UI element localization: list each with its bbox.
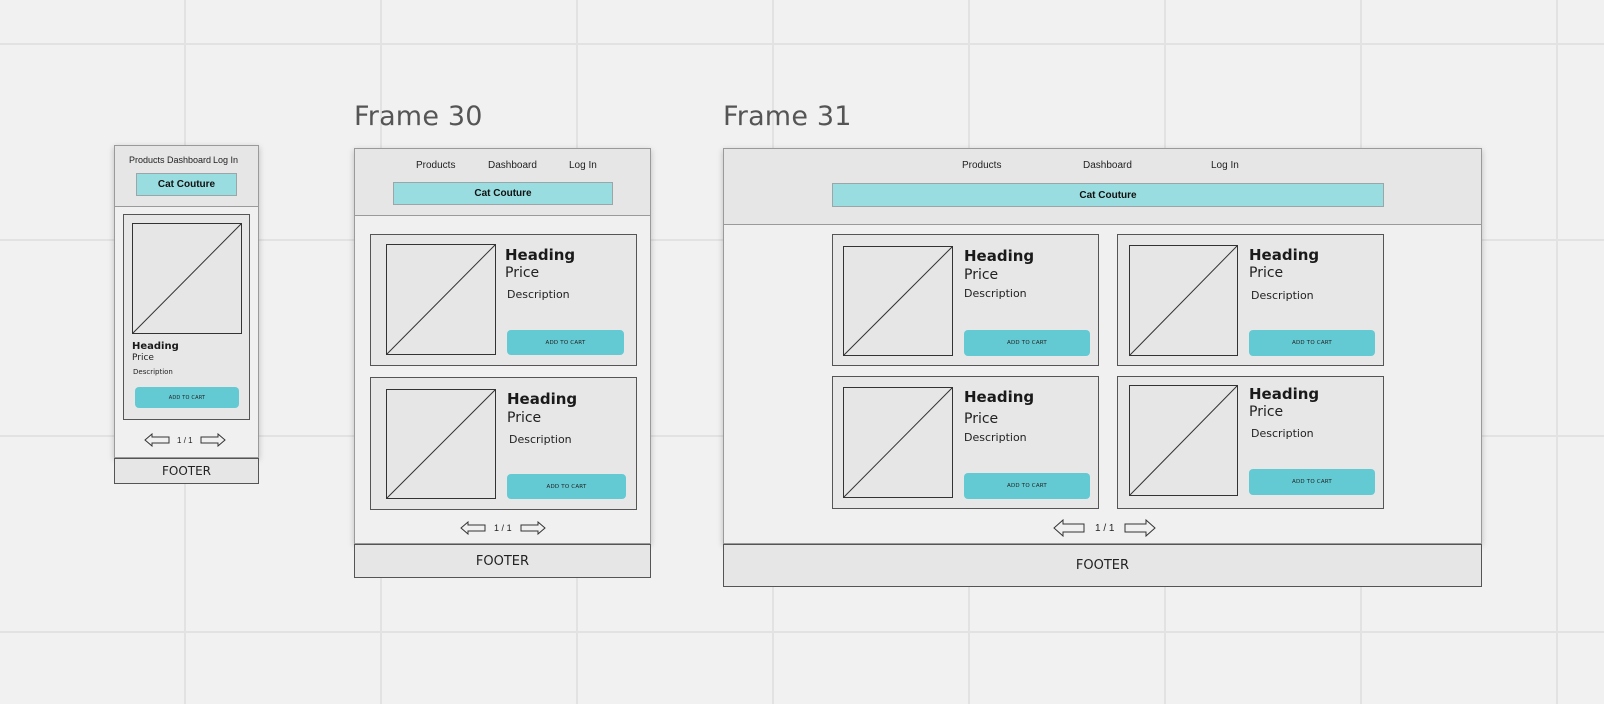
nav-login[interactable]: Log In <box>569 160 597 171</box>
product-card: Heading Price Description ADD TO CART <box>832 376 1099 509</box>
product-price: Price <box>507 410 542 426</box>
product-description: Description <box>507 288 570 301</box>
add-to-cart-button[interactable]: ADD TO CART <box>1249 330 1375 356</box>
page-indicator: 1 / 1 <box>494 523 512 533</box>
product-description: Description <box>509 433 572 446</box>
pagination: 1 / 1 <box>144 433 226 447</box>
product-card: Heading Price Description ADD TO CART <box>1117 376 1384 509</box>
frame-31: Products Dashboard Log In Cat Couture He… <box>723 148 1482 544</box>
nav-products[interactable]: Products <box>962 160 1002 171</box>
page-separator: / <box>1103 522 1107 534</box>
add-to-cart-button[interactable]: ADD TO CART <box>964 473 1090 499</box>
product-heading: Heading <box>132 341 179 352</box>
frame-30: Products Dashboard Log In Cat Couture He… <box>354 148 651 544</box>
nav-products[interactable]: Products <box>416 160 456 171</box>
image-placeholder-icon <box>1129 385 1238 496</box>
page-separator: / <box>501 523 505 533</box>
page-current: 1 <box>494 523 500 533</box>
frame30-header: Products Dashboard Log In Cat Couture <box>355 149 650 216</box>
add-to-cart-button[interactable]: ADD TO CART <box>964 330 1090 356</box>
arrow-right-icon[interactable] <box>200 433 226 447</box>
product-price: Price <box>1249 404 1284 420</box>
image-placeholder-icon <box>386 389 496 499</box>
nav-dashboard[interactable]: Dashboard <box>488 160 537 171</box>
page-current: 1 <box>177 435 182 445</box>
image-placeholder-icon <box>843 246 953 356</box>
image-placeholder-icon <box>1129 245 1238 356</box>
page-separator: / <box>183 435 186 445</box>
product-card: Heading Price Description ADD TO CART <box>1117 234 1384 366</box>
product-heading: Heading <box>964 388 1035 406</box>
product-description: Description <box>964 431 1027 444</box>
nav-login[interactable]: Log In <box>1211 160 1239 171</box>
mobile-frame: Products Dashboard Log In Cat Couture He… <box>114 145 259 458</box>
product-price: Price <box>132 353 154 363</box>
product-heading: Heading <box>964 247 1035 265</box>
product-card: Heading Price Description ADD TO CART <box>370 377 637 510</box>
page-indicator: 1 / 1 <box>1095 523 1114 534</box>
product-heading: Heading <box>1249 246 1320 264</box>
brand-title: Cat Couture <box>136 173 237 196</box>
arrow-right-icon[interactable] <box>520 521 546 535</box>
add-to-cart-button[interactable]: ADD TO CART <box>507 474 626 499</box>
frame31-header: Products Dashboard Log In Cat Couture <box>724 149 1481 225</box>
product-card: Heading Price Description ADD TO CART <box>370 234 637 366</box>
footer: FOOTER <box>354 544 651 578</box>
product-description: Description <box>1251 427 1314 440</box>
brand-title: Cat Couture <box>832 183 1384 207</box>
image-placeholder-icon <box>386 244 496 355</box>
arrow-left-icon[interactable] <box>460 521 486 535</box>
page-indicator: 1 / 1 <box>177 436 193 445</box>
footer: FOOTER <box>723 544 1482 587</box>
product-description: Description <box>1251 289 1314 302</box>
nav-dashboard[interactable]: Dashboard <box>1083 160 1132 171</box>
product-heading: Heading <box>1249 385 1320 403</box>
page-total: 1 <box>506 523 512 533</box>
image-placeholder-icon <box>843 387 953 498</box>
product-card: Heading Price Description ADD TO CART <box>832 234 1099 366</box>
page-total: 1 <box>1108 522 1115 534</box>
arrow-right-icon[interactable] <box>1124 519 1157 537</box>
product-price: Price <box>964 267 999 283</box>
brand-title: Cat Couture <box>393 182 613 205</box>
pagination: 1 / 1 <box>1053 519 1157 537</box>
page-total: 1 <box>188 435 193 445</box>
footer: FOOTER <box>114 458 259 484</box>
image-placeholder-icon <box>132 223 242 334</box>
add-to-cart-button[interactable]: ADD TO CART <box>507 330 624 355</box>
nav-dashboard[interactable]: Dashboard <box>167 155 212 165</box>
frame-31-label: Frame 31 <box>723 101 852 132</box>
frame-30-label: Frame 30 <box>354 101 483 132</box>
add-to-cart-button[interactable]: ADD TO CART <box>135 387 239 408</box>
arrow-left-icon[interactable] <box>144 433 170 447</box>
mobile-header: Products Dashboard Log In Cat Couture <box>115 146 258 207</box>
page-current: 1 <box>1095 522 1101 534</box>
product-heading: Heading <box>505 246 576 264</box>
arrow-left-icon[interactable] <box>1053 519 1085 537</box>
nav-products[interactable]: Products <box>129 155 165 165</box>
product-price: Price <box>964 411 999 427</box>
product-card: Heading Price Description ADD TO CART <box>123 214 250 420</box>
nav-login[interactable]: Log In <box>213 155 239 165</box>
product-price: Price <box>1249 265 1284 281</box>
product-heading: Heading <box>507 390 578 408</box>
product-description: Description <box>133 368 173 376</box>
product-price: Price <box>505 265 540 281</box>
product-description: Description <box>964 287 1027 300</box>
add-to-cart-button[interactable]: ADD TO CART <box>1249 469 1375 495</box>
pagination: 1 / 1 <box>460 521 546 535</box>
